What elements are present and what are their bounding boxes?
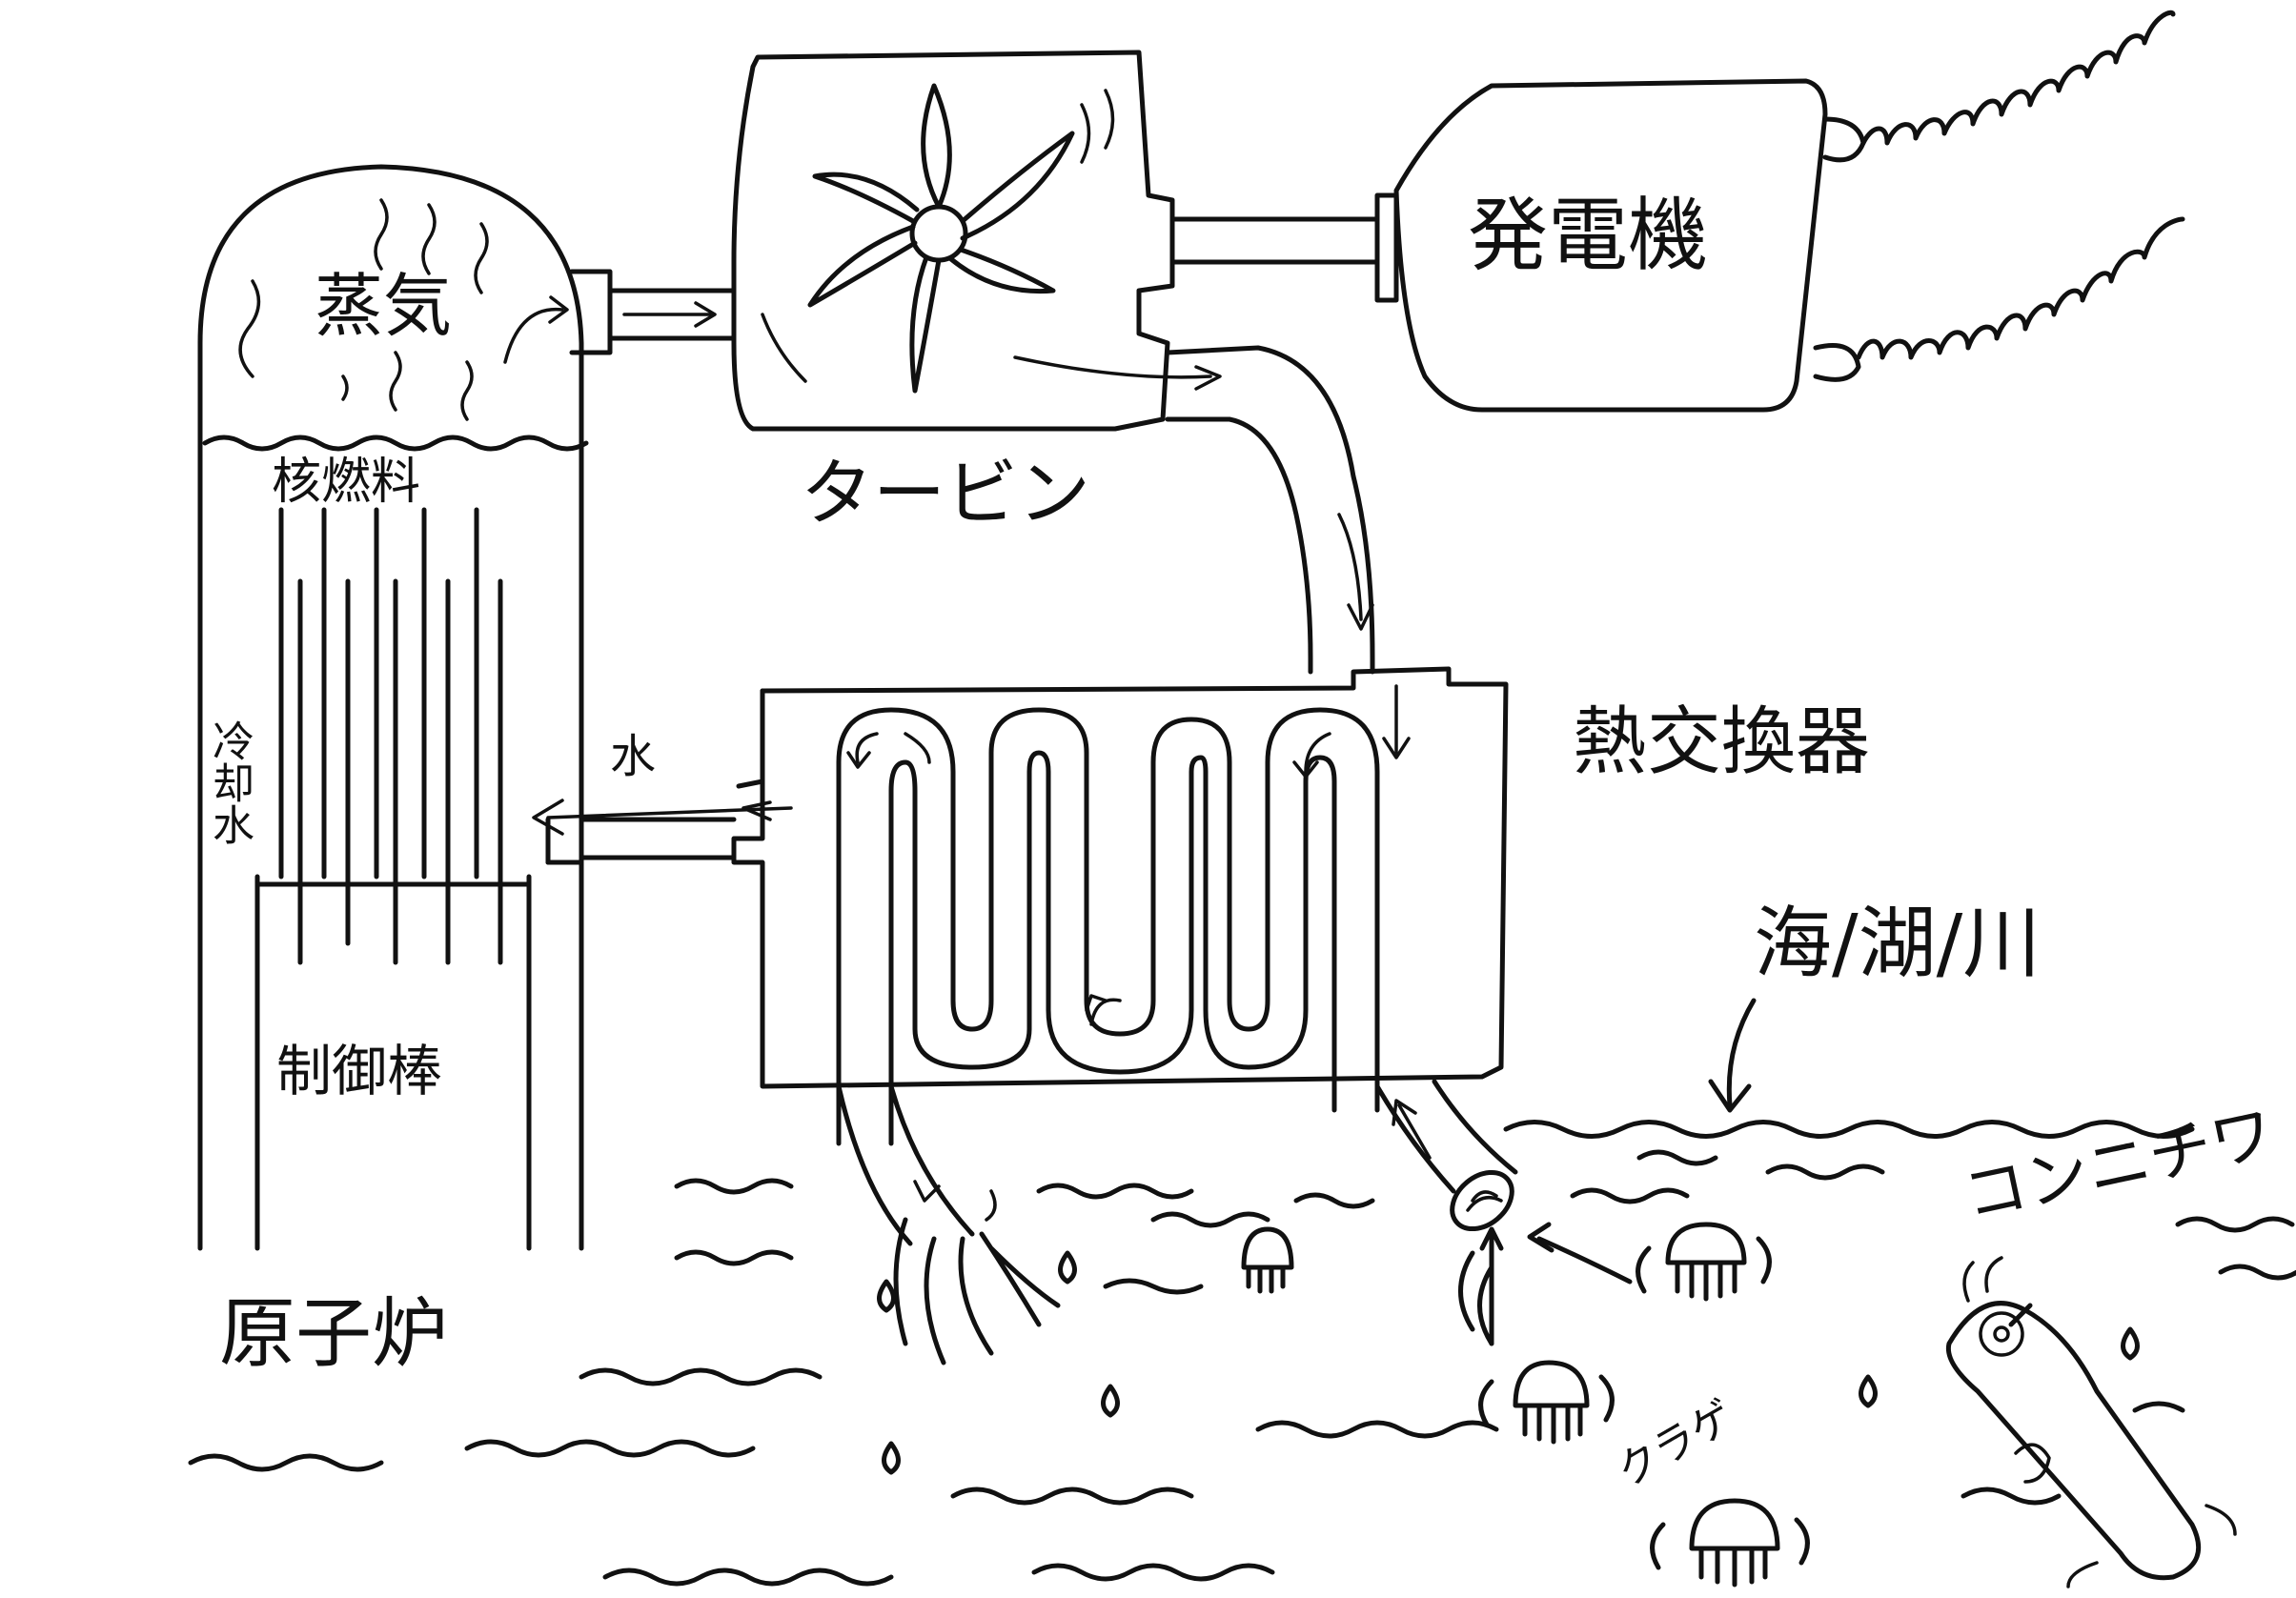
jellyfish-icon [1478,1360,1615,1445]
turbine-label: タービン [801,451,1090,536]
turbine-exchanger-pipe [1013,345,1375,675]
inflow-pipe [1374,1079,1518,1232]
steam-wisps [238,198,489,421]
sea-pointer-arrow [1708,998,1757,1113]
steam-label: 蒸気 [315,266,453,346]
control-rods-label: 制御棒 [276,1039,443,1103]
return-water-pipe [532,799,793,865]
water-label: 水 [610,730,657,783]
steam-pipe [503,269,737,364]
jellyfish-icon [1650,1498,1810,1588]
current-arrows [1458,1222,1633,1346]
speech-marks [2008,1303,2033,1327]
turbine-generator-shaft [1169,192,1399,303]
turbine-fan-icon [761,83,1115,394]
reactor-label: 原子炉 [219,1289,448,1378]
power-wires [1813,10,2185,382]
heat-exchanger-box [731,666,1509,1089]
control-rods [254,578,532,965]
fish-icon [1945,1256,2237,1588]
coolant-water-label: 冷却水 [205,719,254,845]
jellyfish-icon [1636,1222,1772,1302]
sea-waves [188,1120,2296,1587]
jellyfish-icon [1241,1226,1294,1294]
heat-exchanger-coil [836,707,1380,1146]
heat-exchanger-label: 熱交換器 [1573,699,1871,785]
turbine-housing [731,50,1175,432]
nuclear-fuel-label: 核燃料 [272,454,421,511]
fuel-rods [278,507,479,880]
outflow-pipe [836,1083,1061,1365]
generator-label: 発電機 [1468,189,1709,282]
water-drops [877,1250,2140,1475]
generator-housing [1393,78,1828,413]
sea-lake-river-label: 海/湖/川 [1754,899,2042,989]
reactor-vessel [197,164,589,1251]
